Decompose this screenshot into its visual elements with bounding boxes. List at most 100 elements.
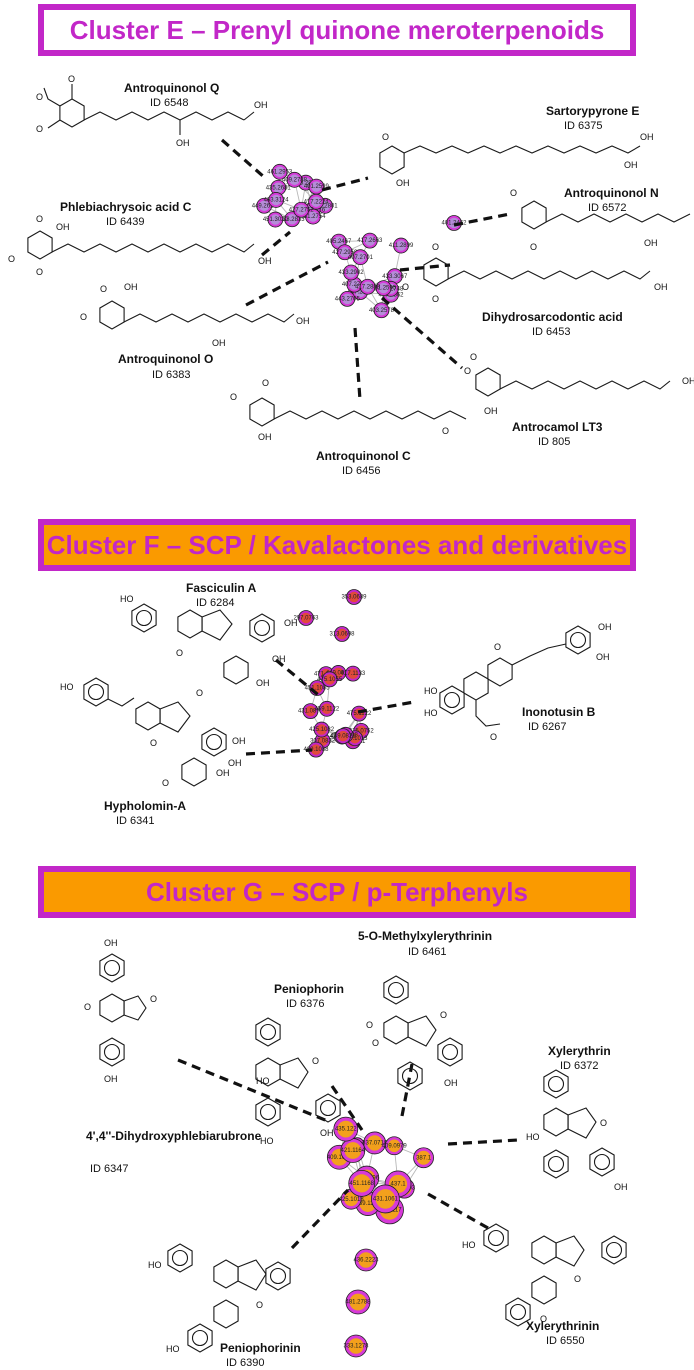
atom-ho: HO: [462, 1240, 476, 1250]
atom-oh: OH: [284, 618, 298, 628]
compound-id-dihydroxyphlebiarubrone: ID 6347: [90, 1163, 129, 1175]
atom-oh: OH: [296, 316, 310, 326]
node-label: 437.1: [391, 1182, 407, 1188]
atom-o: O: [36, 124, 43, 134]
atom-oh: OH: [624, 160, 638, 170]
atom-oh: OH: [232, 736, 246, 746]
network-node: 431.2754: [300, 208, 326, 225]
structure-antroquinonol-n: O O OH: [510, 188, 691, 252]
atom-oh: OH: [228, 758, 242, 768]
node-label: 387.1: [416, 1155, 432, 1161]
cluster-g-links: [177, 1058, 519, 1250]
node-label: 427.2752: [289, 207, 315, 213]
node-label: 417.2888: [355, 284, 381, 290]
atom-oh: OH: [212, 338, 226, 348]
node-label: 431.0871: [298, 709, 324, 715]
structure-dihydroxyphlebiarubrone: OH OH O O: [84, 938, 157, 1084]
compound-name-xylerythrin: Xylerythrin: [548, 1044, 611, 1058]
network-node: 427.2959: [332, 244, 358, 261]
atom-o: O: [464, 366, 471, 376]
node-label: 475.1055: [317, 677, 343, 683]
atom-ho: HO: [260, 1136, 274, 1146]
network-node: 313.0698: [329, 626, 355, 642]
node-label: 435.122: [335, 1127, 357, 1133]
atom-ho: HO: [166, 1344, 180, 1354]
network-node: 353.0689: [341, 589, 367, 605]
node-label: 315.0752: [349, 728, 375, 734]
node-label: 409.2788: [282, 177, 308, 183]
atom-oh: OH: [258, 256, 272, 266]
atom-o: O: [442, 426, 449, 436]
atom-o: O: [402, 282, 409, 292]
network-node: 333.1278: [343, 1334, 369, 1358]
network-node: 401.2599: [304, 178, 330, 195]
structure-xylerythrinin: HO O O: [462, 1223, 627, 1327]
structure-peniophorin: HO HO OH O: [255, 1017, 341, 1146]
structure-methylxylerythrinin: O O OH O: [366, 975, 463, 1091]
atom-o: O: [262, 378, 269, 388]
atom-o: O: [36, 267, 43, 277]
node-label: 405.2467: [326, 239, 352, 245]
network-node: 417.2663: [357, 232, 383, 249]
atom-oh: OH: [596, 652, 610, 662]
node-label: 463.2815: [293, 180, 319, 186]
cluster-g-nodes: 453.103451.1117439.1169425.1018409.10684…: [327, 1116, 434, 1358]
atom-o: O: [36, 214, 43, 224]
structure-antroquinonol-q: O O O OH OH: [36, 74, 268, 148]
node-label: 451.3020: [263, 217, 289, 223]
node-label: 475.1122: [347, 711, 372, 717]
atom-oh: OH: [320, 1128, 334, 1138]
network-node: 433.2902: [339, 264, 365, 281]
node-label: 461.2801: [313, 203, 339, 209]
node-label: 449.0821: [331, 734, 357, 740]
atom-o: O: [382, 132, 389, 142]
atom-oh: OH: [484, 406, 498, 416]
atom-ho: HO: [148, 1260, 162, 1270]
atom-o: O: [494, 642, 501, 652]
node-label: 459.1122: [315, 706, 340, 712]
compound-name-antroquinonol-o: Antroquinonol O: [118, 352, 213, 366]
node-label: 297.0763: [293, 616, 319, 622]
atom-o: O: [256, 1300, 263, 1310]
node-label: 433.2902: [339, 270, 365, 276]
atom-o: O: [150, 994, 157, 1004]
node-label: 417.2663: [357, 238, 383, 244]
compound-id-xylerythrin: ID 6372: [560, 1060, 599, 1072]
compound-name-antroquinonol-q: Antroquinonol Q: [124, 81, 219, 95]
compound-id-hypholomin-a: ID 6341: [116, 815, 155, 827]
atom-oh: OH: [254, 100, 268, 110]
compound-name-hypholomin-a: Hypholomin-A: [104, 799, 186, 813]
node-label: 421.1164: [341, 1148, 366, 1154]
compound-name-phlebiachrysoic-acid-c: Phlebiachrysoic acid C: [60, 200, 192, 214]
atom-ho: HO: [424, 708, 438, 718]
network-node: 425.1082: [309, 721, 335, 738]
structure-fasciculin-a: HO O OH OH OH O: [120, 594, 298, 698]
network-node: 337.0718: [362, 1131, 388, 1155]
network-node: 403.2578: [369, 302, 395, 319]
atom-ho: HO: [120, 594, 134, 604]
atom-oh: OH: [176, 138, 190, 148]
compound-id-antroquinonol-o: ID 6383: [152, 369, 191, 381]
atom-o: O: [230, 392, 237, 402]
compound-id-antroquinonol-n: ID 6572: [588, 202, 627, 214]
compound-id-methylxylerythrinin: ID 6461: [408, 946, 447, 958]
atom-oh: OH: [272, 654, 286, 664]
network-node: 449.0821: [331, 728, 357, 744]
atom-o: O: [68, 74, 75, 84]
network-node: 409.2788: [282, 171, 308, 188]
structure-xylerythrin: HO OH O: [526, 1069, 628, 1192]
atom-o: O: [600, 1118, 607, 1128]
node-label: 449.0919: [326, 670, 352, 676]
node-label: 401.2599: [304, 184, 330, 190]
node-label: 481.2788: [345, 1300, 371, 1306]
network-node: 401.2452: [441, 215, 467, 231]
node-label: 307.0832: [310, 738, 336, 744]
network-node: 407.2701: [348, 249, 374, 266]
cluster-f-network: 353.0689297.0763313.0698315.0752409.0821…: [293, 589, 375, 758]
compound-name-dihydrosarcodontic-acid: Dihydrosarcodontic acid: [482, 310, 623, 324]
node-label: 447.2746: [348, 290, 374, 296]
network-node: 436.2223: [353, 1248, 379, 1272]
network-node: 443.2705: [335, 291, 360, 307]
network-node: 431.2595: [371, 280, 397, 296]
